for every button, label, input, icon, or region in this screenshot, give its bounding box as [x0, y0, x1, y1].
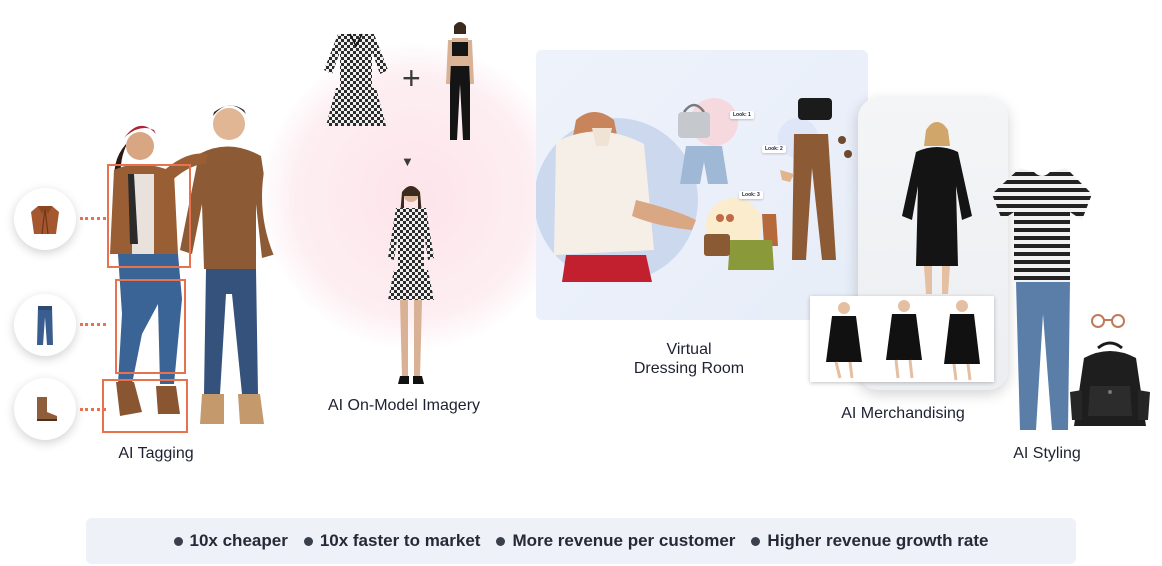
benefit-item: More revenue per customer — [496, 531, 735, 551]
sunglasses-icon — [1091, 314, 1125, 328]
ai-merchandising-label: AI Merchandising — [841, 405, 965, 422]
benefit-text: 10x faster to market — [319, 531, 481, 550]
jeans-thumbnail[interactable] — [14, 294, 76, 356]
plus-sign: + — [402, 60, 421, 96]
arrow-down-icon: ▼ — [401, 154, 414, 169]
handbag-icon — [678, 103, 710, 138]
black-dress-thumbnail-1 — [826, 302, 862, 379]
virtual-label-line1: Virtual — [666, 341, 712, 358]
backpack-icon — [1070, 341, 1150, 426]
generated-model-image — [388, 186, 434, 384]
look-tag: Look: 1 — [730, 111, 754, 119]
bullet-icon — [751, 536, 761, 546]
look-tag: Look: 3 — [739, 191, 763, 199]
styling-outfit-image — [992, 168, 1092, 430]
boot-icon — [37, 397, 57, 421]
boots-detection-box — [102, 379, 188, 433]
benefit-text: 10x cheaper — [189, 531, 288, 550]
bullet-icon — [173, 536, 183, 546]
bullet-icon — [496, 536, 506, 546]
ai-styling-label: AI Styling — [1013, 445, 1081, 462]
jacket-thumbnail[interactable] — [14, 188, 76, 250]
jacket-detection-box — [107, 164, 191, 268]
dress-flat-image — [324, 33, 388, 126]
benefit-item: 10x cheaper — [173, 531, 288, 551]
benefit-text: Higher revenue growth rate — [767, 531, 989, 550]
black-dress-thumbnail-3 — [944, 300, 980, 381]
connector-line — [80, 408, 106, 411]
connector-line — [80, 217, 106, 220]
dressing-room-scene — [536, 98, 852, 282]
black-dress-thumbnail-2 — [886, 300, 922, 379]
benefit-text: More revenue per customer — [512, 531, 736, 550]
connector-line — [80, 323, 106, 326]
benefit-item: Higher revenue growth rate — [751, 531, 988, 551]
couple-model-image — [110, 105, 276, 424]
jeans-icon — [37, 306, 53, 345]
look-tag: Look: 2 — [762, 145, 786, 153]
base-model-image — [446, 22, 474, 140]
jacket-icon — [31, 206, 59, 235]
product-thumbnails — [826, 300, 980, 381]
dressing-room-label-line2: Dressing Room — [633, 360, 745, 377]
ai-on-model-label: AI On-Model Imagery — [327, 397, 481, 414]
merch-model-image — [902, 122, 972, 294]
ai-tagging-label: AI Tagging — [118, 445, 194, 462]
boot-thumbnail[interactable] — [14, 378, 76, 440]
benefit-item: 10x faster to market — [303, 531, 481, 551]
jeans-detection-box — [115, 279, 186, 374]
bullet-icon — [303, 536, 313, 546]
benefits-bar: 10x cheaper 10x faster to market More re… — [86, 518, 1076, 564]
